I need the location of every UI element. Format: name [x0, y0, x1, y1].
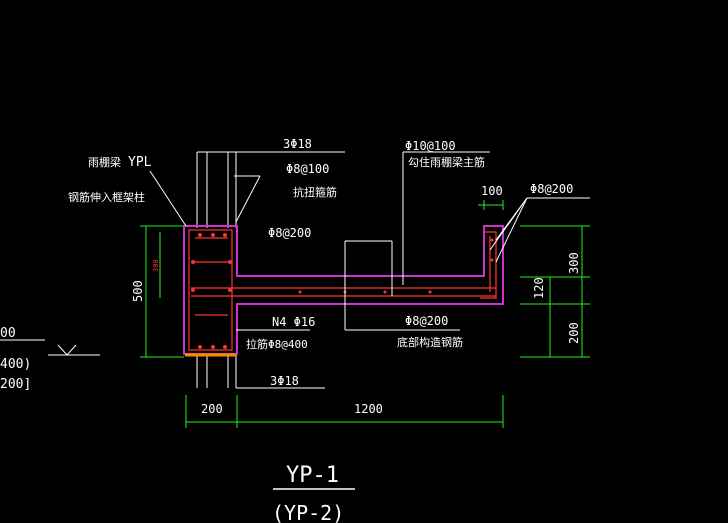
stirrup-spacing-label: Φ8@100 [286, 162, 329, 176]
title-block: YP-1 (YP-2) [272, 463, 355, 523]
left-fragment-line1: 00 [0, 326, 16, 341]
left-fragment: 00 400) 200] [0, 326, 100, 392]
dim-cantilever-length: 1200 [354, 402, 383, 416]
main-bar-spec-label: Φ10@100 [405, 139, 456, 153]
lip-bar-label: Φ8@200 [530, 182, 573, 196]
dist-bar-bottom-label: Φ8@200 [405, 314, 448, 328]
bottom-bars-label: 3Φ18 [270, 374, 299, 388]
bottom-construction-label: 底部构造钢筋 [397, 335, 463, 349]
dim-lip-width: 100 [481, 184, 503, 198]
title-main: YP-1 [286, 463, 339, 488]
tie-bars-label: 拉筋Φ8@400 [246, 337, 308, 351]
dimension-lines [140, 200, 590, 428]
side-bars-label: N4 Φ16 [272, 315, 315, 329]
dim-beam-width: 200 [201, 402, 223, 416]
dim-small-inner: 300 [152, 259, 160, 272]
dim-slab-below: 200 [567, 322, 581, 344]
torsion-stirrup-label: 抗扭箍筋 [293, 185, 337, 199]
top-bars-label: 3Φ18 [283, 137, 312, 151]
column-outline [196, 151, 345, 388]
beam-code-label: YPL [128, 155, 152, 170]
leader-lines [149, 151, 590, 389]
dim-lip-height: 300 [567, 252, 581, 274]
rebar-lines [188, 229, 497, 351]
rebar-into-column-label: 钢筋伸入框架柱 [68, 190, 145, 204]
left-fragment-line2: 400) [0, 357, 31, 372]
dim-beam-height: 500 [131, 280, 145, 302]
dim-slab-thickness: 120 [532, 277, 546, 299]
title-sub: (YP-2) [272, 501, 344, 523]
main-bar-desc-label: 勾住雨棚梁主筋 [408, 155, 485, 169]
dist-bar-top-label: Φ8@200 [268, 226, 311, 240]
rebar-dots [191, 233, 494, 349]
beam-name-label: 雨棚梁 [88, 155, 121, 169]
level-symbol [57, 344, 77, 356]
left-fragment-line3: 200] [0, 377, 31, 392]
